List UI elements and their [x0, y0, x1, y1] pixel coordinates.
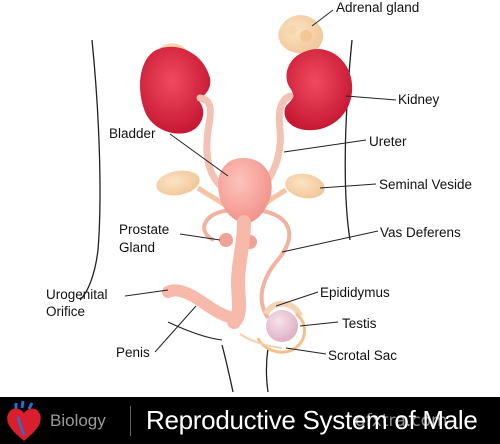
label-prostate-line2: Gland [119, 240, 156, 255]
label-testis: Testis [342, 316, 377, 331]
footer-divider [130, 406, 131, 436]
label-adrenal-gland: Adrenal gland [336, 0, 420, 15]
footer-banner: Biology Reproductive System of Male gfxt… [0, 397, 500, 444]
thigh-outline [167, 321, 223, 341]
ureter-right [258, 92, 294, 192]
vas-deferens-right [257, 208, 292, 320]
anatomy-illustration [79, 9, 397, 393]
label-scrotal-sac: Scrotal Sac [328, 348, 398, 363]
leg-outline-left [221, 344, 234, 393]
testis [266, 310, 298, 342]
label-kidney: Kidney [398, 92, 440, 107]
vas-deferens-left [202, 208, 233, 242]
label-prostate-line1: Prostate [119, 222, 170, 237]
ureter-left [196, 94, 232, 196]
label-epididymus: Epididymus [320, 285, 390, 300]
body-outline-right [344, 39, 353, 241]
leg-outline-right [265, 347, 269, 393]
label-bladder: Bladder [109, 126, 156, 141]
label-penis: Penis [116, 345, 150, 360]
footer-subject: Biology [50, 411, 106, 430]
prostate-gland-left [219, 233, 233, 247]
seminal-vesicle-right [285, 173, 325, 199]
urethra [227, 215, 251, 329]
heart-anatomy-icon [7, 400, 41, 441]
label-urogenital-line2: Orifice [46, 304, 86, 319]
scrotal-sac [256, 312, 306, 354]
body-outline-left [79, 39, 101, 301]
watermark: gfxtra.com [355, 411, 448, 431]
label-seminal-vesicle: Seminal Veside [379, 177, 473, 192]
kidney-left [140, 46, 211, 134]
label-urogenital-line1: Urogenital [46, 287, 108, 302]
seminal-vesicle-left [156, 170, 200, 196]
kidney-right [284, 48, 353, 131]
footer-title: Reproductive System of Male [146, 405, 478, 435]
label-ureter: Ureter [369, 134, 407, 149]
penis [162, 284, 240, 324]
bladder [218, 158, 272, 224]
label-vas-deferens: Vas Deferens [380, 225, 461, 240]
